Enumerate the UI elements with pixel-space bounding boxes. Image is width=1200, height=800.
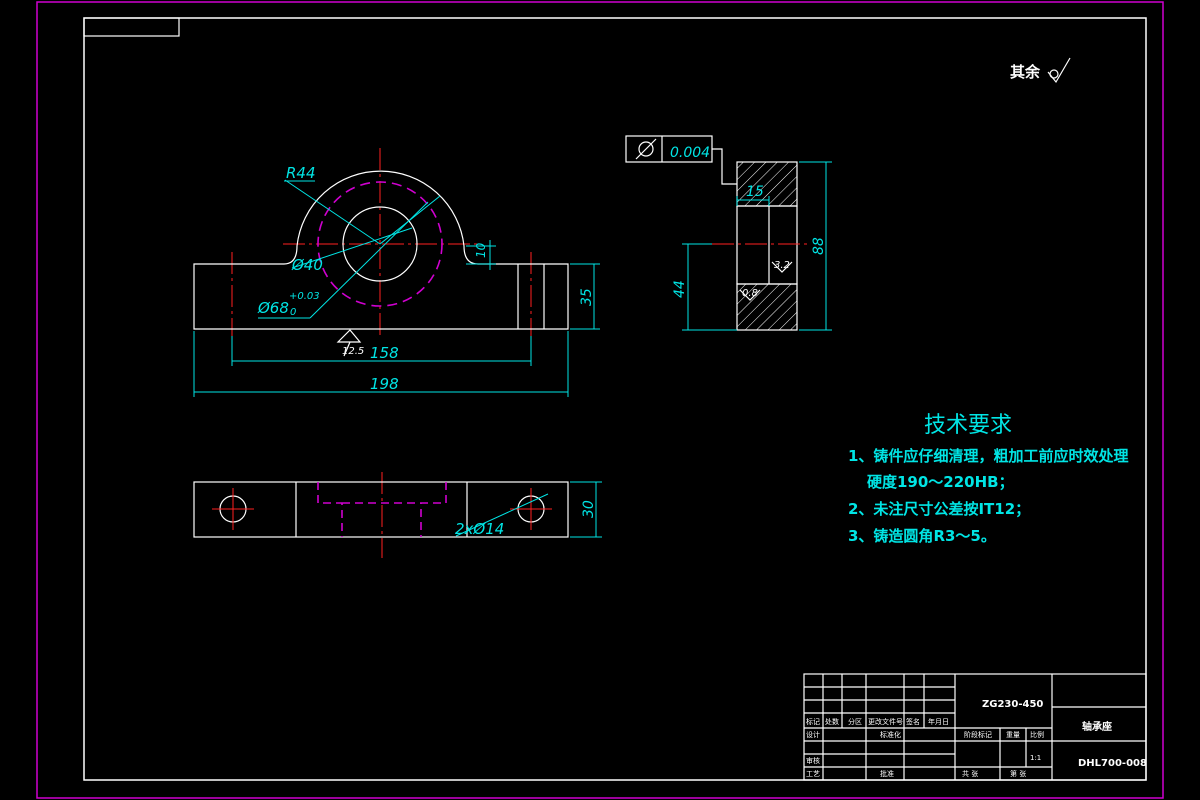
section-bottom-hatch xyxy=(736,283,798,331)
side-15-label: 15 xyxy=(746,184,764,200)
d68-label: Ø68 xyxy=(257,299,289,317)
side-88-label: 88 xyxy=(811,237,827,255)
w158-label: 158 xyxy=(370,344,399,362)
side-section-view: 0.004 15 88 44 3.2 0.8 xyxy=(625,135,832,331)
tech-req-item-3: 3、铸造圆角R3～5。 xyxy=(848,527,996,545)
outer-border xyxy=(36,1,1164,799)
row-label-date: 年月日 xyxy=(928,717,949,726)
tech-req-item-1: 1、铸件应仔细清理，粗加工前应时效处理 xyxy=(848,447,1128,465)
holes-leader xyxy=(455,493,549,537)
w198-label: 198 xyxy=(370,375,399,393)
row-label-count: 处数 xyxy=(825,717,839,726)
corner-code-box xyxy=(83,17,180,37)
title-block: ZG230-450 轴承座 DHL700-008 标记 处数 分区 更改文件号 … xyxy=(803,673,1147,781)
standardize-label: 标准化 xyxy=(880,730,901,739)
h10-label: 10 xyxy=(474,242,488,258)
d40-leader xyxy=(291,227,413,269)
d68-lower-tol: 0 xyxy=(290,307,296,318)
roughness-0-8-icon xyxy=(739,289,761,301)
review-label: 审核 xyxy=(806,756,820,765)
side-44-label: 44 xyxy=(672,280,688,298)
roughness-symbol-icon xyxy=(1047,57,1071,84)
top-view: 2xØ14 30 xyxy=(193,472,602,558)
top-view-outline xyxy=(193,481,569,538)
h30-label: 30 xyxy=(581,500,597,518)
tolerance-frame: 0.004 xyxy=(625,135,737,185)
stage-mark-label: 阶段标记 xyxy=(964,730,992,739)
technical-requirements: 技术要求 1、铸件应仔细清理，粗加工前应时效处理 硬度190～220HB； 2、… xyxy=(848,413,1128,545)
design-label: 设计 xyxy=(806,730,820,739)
tech-req-item-2: 2、未注尺寸公差按IT12； xyxy=(848,500,1030,518)
row-label-mark: 标记 xyxy=(806,717,820,726)
row-label-change-doc: 更改文件号 xyxy=(868,717,903,726)
holes-label: 2xØ14 xyxy=(455,520,504,538)
hidden-boss-lines xyxy=(317,482,447,537)
r44-label: R44 xyxy=(286,164,316,182)
tech-req-title: 技术要求 xyxy=(924,413,1012,438)
section-bore xyxy=(736,205,798,285)
d68-upper-tol: +0.03 xyxy=(289,291,320,302)
r44-leader xyxy=(284,179,381,245)
approve-label: 批准 xyxy=(880,769,894,778)
bore-circle-d40 xyxy=(342,206,418,282)
row-label-zone: 分区 xyxy=(848,717,862,726)
base-and-boss-outline xyxy=(193,170,569,330)
scale-label: 比例 xyxy=(1030,730,1044,739)
bore-circle-d68 xyxy=(317,181,443,307)
process-label: 工艺 xyxy=(806,770,820,778)
d40-label: Ø40 xyxy=(291,256,323,274)
general-roughness-note: 其余 xyxy=(1010,57,1071,84)
roughness-12-5-icon xyxy=(336,329,362,357)
part-name-text: 轴承座 xyxy=(1082,720,1112,733)
tech-req-item-1b: 硬度190～220HB； xyxy=(867,473,1014,491)
rough-3-2-label: 3.2 xyxy=(774,260,790,271)
cylindricity-icon xyxy=(638,141,654,157)
d68-leader xyxy=(309,201,429,319)
material-text: ZG230-450 xyxy=(982,699,1043,710)
weight-label: 重量 xyxy=(1006,731,1020,739)
roughness-3-2-icon xyxy=(771,261,793,273)
rough-12-5-label: 12.5 xyxy=(342,346,364,357)
drawing-no-text: DHL700-008 xyxy=(1078,758,1147,769)
row-label-sign: 签名 xyxy=(906,717,920,726)
roughness-note-text: 其余 xyxy=(1010,63,1041,81)
h35-label: 35 xyxy=(579,288,595,306)
scale-value: 1:1 xyxy=(1030,754,1041,762)
front-view: R44 Ø40 Ø68 +0.03 0 10 35 158 198 12.5 xyxy=(193,148,600,397)
tolerance-value: 0.004 xyxy=(670,145,710,161)
sheet-no-label: 第 张 xyxy=(1010,769,1026,778)
inner-frame xyxy=(83,17,1147,781)
sheets-total-label: 共 张 xyxy=(962,769,978,778)
rough-0-8-label: 0.8 xyxy=(742,288,758,299)
